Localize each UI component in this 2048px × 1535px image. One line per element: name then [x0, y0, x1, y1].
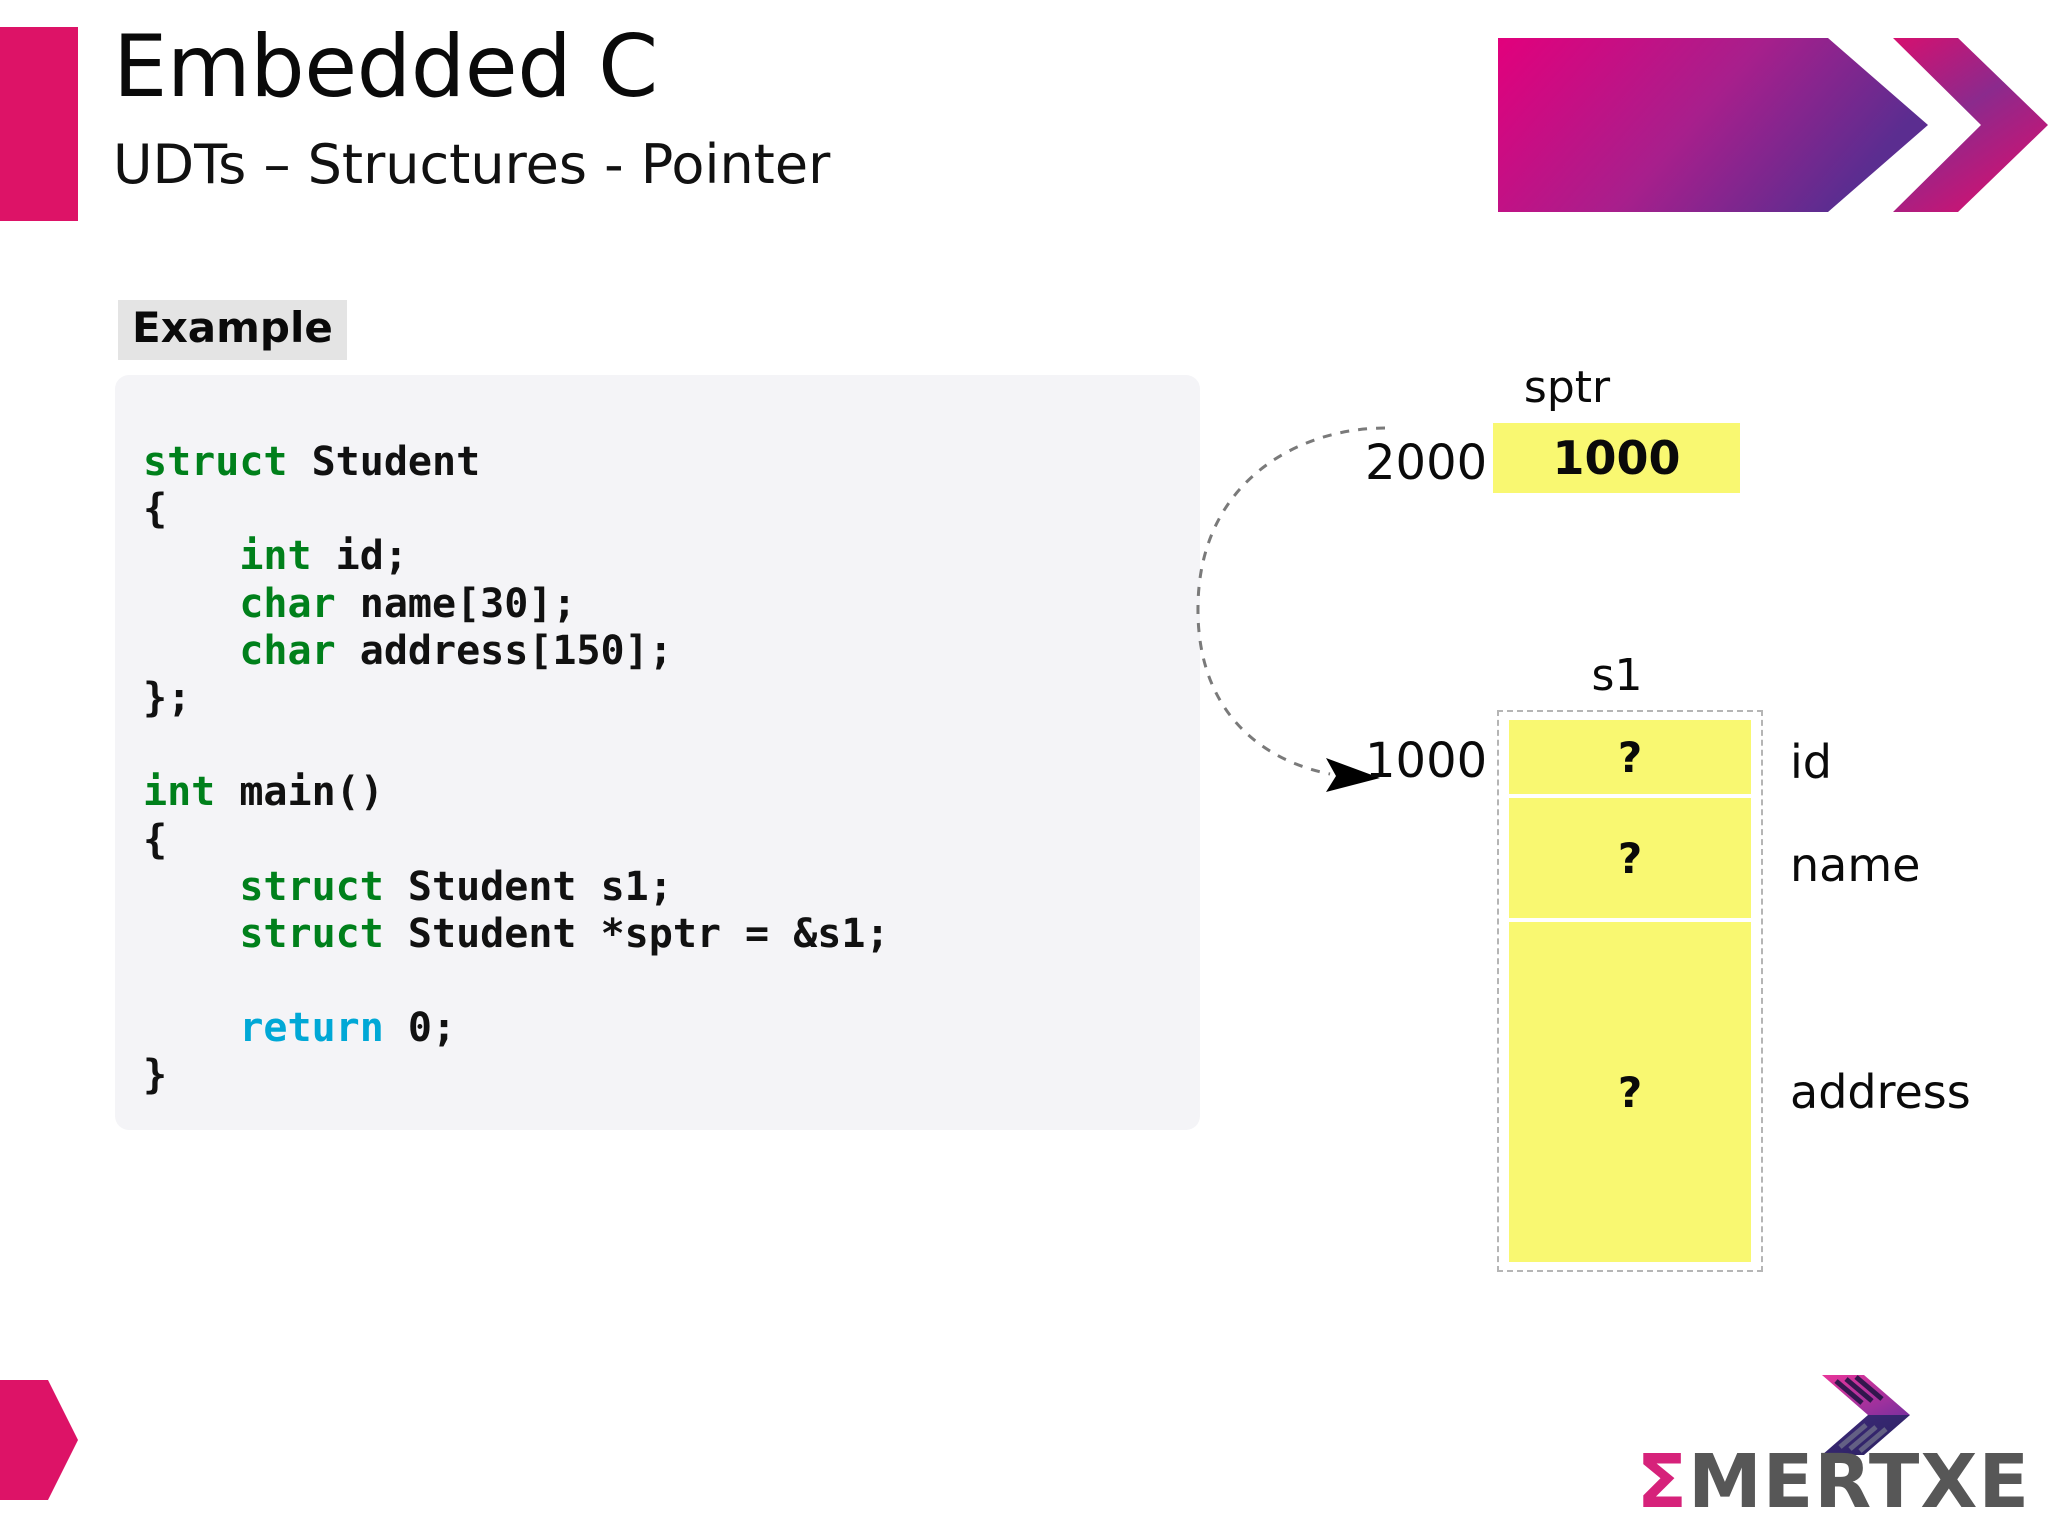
brand-sigma-glyph: Σ: [1636, 1439, 1689, 1525]
code-token: char: [239, 627, 336, 674]
code-token: return: [239, 1005, 384, 1052]
code-token: struct: [239, 910, 384, 957]
code-token: Student: [287, 439, 481, 485]
code-token: [143, 628, 239, 674]
struct-field-cell-id: ?: [1509, 720, 1751, 794]
code-token: struct: [143, 439, 288, 485]
struct-memory-block: ? ? ?: [1497, 710, 1763, 1272]
code-token: [143, 533, 239, 579]
struct-field-cell-name: ?: [1509, 798, 1751, 918]
code-token: Student *sptr = &s1;: [383, 910, 890, 957]
pointer-value-cell: 1000: [1493, 423, 1740, 493]
code-token: }: [143, 1052, 168, 1099]
code-token: {: [143, 486, 168, 533]
code-token: [143, 911, 239, 957]
header-chevron-graphic: [1498, 38, 2048, 212]
header-accent-bar: [0, 27, 78, 221]
pointer-name-label: sptr: [1523, 362, 1611, 413]
code-token: id;: [311, 533, 408, 580]
struct-field-label-name: name: [1790, 838, 1921, 892]
struct-field-label-address: address: [1790, 1065, 1971, 1119]
struct-field-label-id: id: [1790, 735, 1832, 789]
brand-wordmark: ΣMERTXE: [1637, 1445, 2031, 1519]
struct-field-cell-address: ?: [1509, 922, 1751, 1262]
code-token: main(): [215, 769, 384, 816]
code-token: [143, 581, 239, 627]
code-token: address[150];: [335, 627, 673, 674]
struct-address-label: 1000: [1365, 733, 1488, 789]
code-token: int: [143, 769, 216, 816]
code-token: name[30];: [335, 580, 577, 627]
code-token: {: [143, 816, 168, 863]
code-token: [143, 864, 239, 910]
page-subtitle: UDTs – Structures - Pointer: [113, 133, 831, 196]
code-token: 0;: [383, 1005, 457, 1052]
code-token: char: [239, 580, 336, 627]
code-block: struct Student { int id; char name[30]; …: [115, 415, 1200, 1130]
pointer-arrow-icon: [1196, 426, 1386, 792]
example-label: Example: [118, 300, 347, 361]
struct-name-label: s1: [1591, 650, 1643, 701]
page-title: Embedded C: [113, 17, 658, 117]
footer-accent-shape: [0, 1380, 78, 1500]
code-token: int: [239, 533, 312, 580]
pointer-address-label: 2000: [1365, 435, 1488, 491]
code-token: };: [143, 674, 192, 721]
code-token: Student s1;: [383, 863, 673, 910]
title-block: Embedded C UDTs – Structures - Pointer: [113, 24, 830, 192]
emertxe-logo-icon: [1822, 1375, 1910, 1455]
code-token: struct: [239, 863, 384, 910]
brand-text: MERTXE: [1688, 1439, 2030, 1525]
code-token: [143, 1005, 239, 1051]
